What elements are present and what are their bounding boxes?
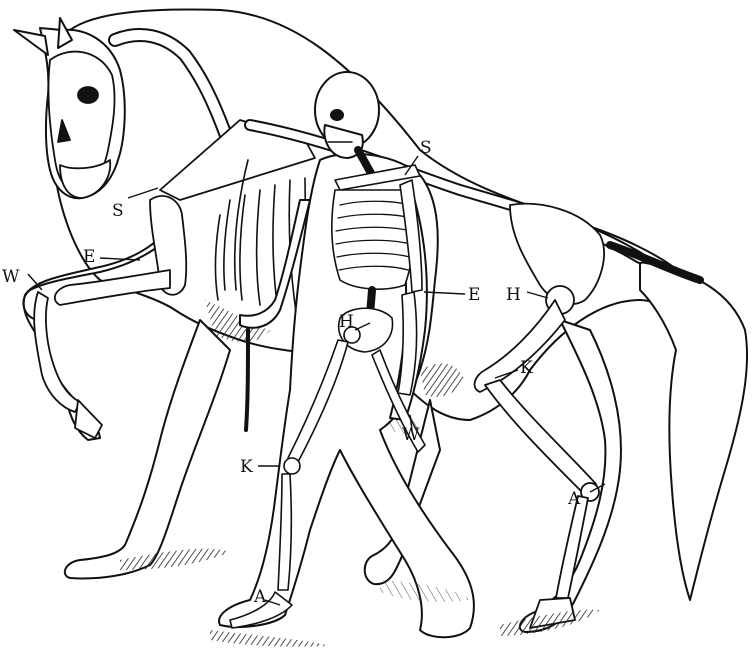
horse-tail xyxy=(640,262,747,600)
horse-cannon xyxy=(34,292,80,412)
human-whip xyxy=(246,330,248,430)
label-horse-wrist: W xyxy=(2,267,20,287)
label-human-elbow: E xyxy=(468,285,480,305)
label-human-ankle: A xyxy=(253,587,267,607)
label-human-wrist: W xyxy=(402,425,420,445)
label-horse-elbow: E xyxy=(83,247,95,267)
label-horse-ankle: A xyxy=(567,489,581,509)
label-human-shoulder: S xyxy=(420,138,432,158)
horse-eye-socket xyxy=(78,87,98,103)
label-horse-shoulder: S xyxy=(112,201,124,221)
label-human-hip: H xyxy=(339,312,354,332)
label-horse-knee: K xyxy=(520,358,533,378)
label-human-knee: K xyxy=(240,457,253,477)
human-eye-socket xyxy=(331,110,343,120)
ground-shading xyxy=(120,549,600,647)
label-horse-hip: H xyxy=(506,285,521,305)
horse-standing-foreleg xyxy=(65,320,230,578)
horse-tibia xyxy=(485,380,596,494)
human-knee-joint xyxy=(284,458,300,474)
